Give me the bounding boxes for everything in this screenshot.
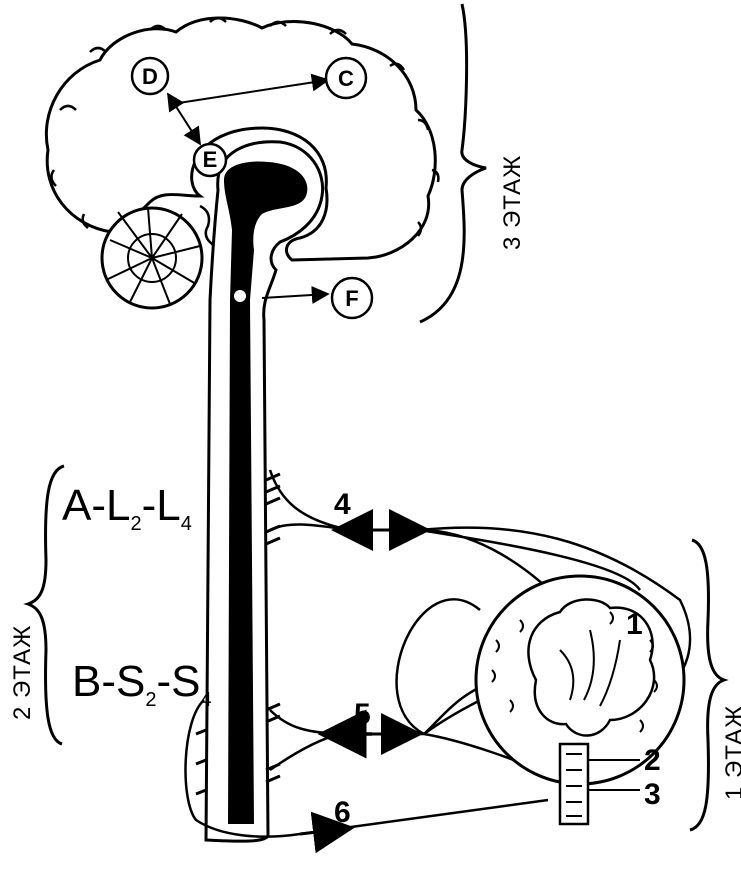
- label-3: 3: [644, 778, 661, 811]
- floor-first-label: 1 ЭТАЖ: [721, 705, 741, 800]
- roots-upper: [265, 472, 281, 546]
- cortex-bumps: [50, 16, 440, 237]
- node-f-label: F: [345, 286, 358, 311]
- node-f: F: [330, 276, 374, 320]
- label-5: 5: [354, 698, 371, 731]
- node-d-label: D: [142, 64, 158, 89]
- segment-a-sub2: 4: [181, 513, 192, 535]
- pathway-5: [269, 598, 641, 782]
- pathway-6: [184, 699, 549, 838]
- svg-text:B-S2-S4: B-S2-S4: [72, 657, 212, 711]
- segment-b-label: B-S2-S4: [72, 657, 212, 711]
- pathway-4: [268, 469, 692, 702]
- label-2: 2: [644, 744, 661, 777]
- segment-b-mid: -S: [156, 657, 200, 706]
- segment-a-mid: -L: [142, 481, 181, 530]
- segment-b-sub2: 4: [200, 689, 211, 711]
- floor-third-label: 3 ЭТАЖ: [499, 155, 526, 250]
- node-e-label: E: [203, 147, 218, 172]
- canal-opening: [234, 290, 246, 302]
- label-4: 4: [334, 488, 351, 521]
- label-1: 1: [626, 608, 643, 641]
- floor-second-label: 2 ЭТАЖ: [9, 625, 36, 720]
- node-c-label: C: [338, 66, 354, 91]
- brace-second-floor: [23, 464, 65, 746]
- segment-a-lead: A-L: [62, 481, 130, 530]
- segment-b-lead: B-S: [72, 657, 145, 706]
- segment-a-sub1: 2: [130, 513, 141, 535]
- brace-first-floor: [689, 538, 729, 832]
- node-c: C: [324, 56, 368, 100]
- label-6: 6: [334, 796, 351, 829]
- segment-b-sub1: 2: [145, 689, 156, 711]
- central-canal: [224, 161, 308, 825]
- arrow-6: [299, 811, 355, 854]
- arrow-to-f: [261, 285, 330, 304]
- cerebellum: [100, 204, 219, 310]
- brace-third-floor: [419, 3, 487, 324]
- segment-a-label: A-L2-L4: [62, 481, 192, 535]
- node-d: D: [130, 56, 170, 96]
- node-e: E: [192, 142, 228, 178]
- organ: [474, 574, 686, 826]
- arrow-d-to-e: [167, 92, 201, 146]
- svg-text:A-L2-L4: A-L2-L4: [62, 481, 192, 535]
